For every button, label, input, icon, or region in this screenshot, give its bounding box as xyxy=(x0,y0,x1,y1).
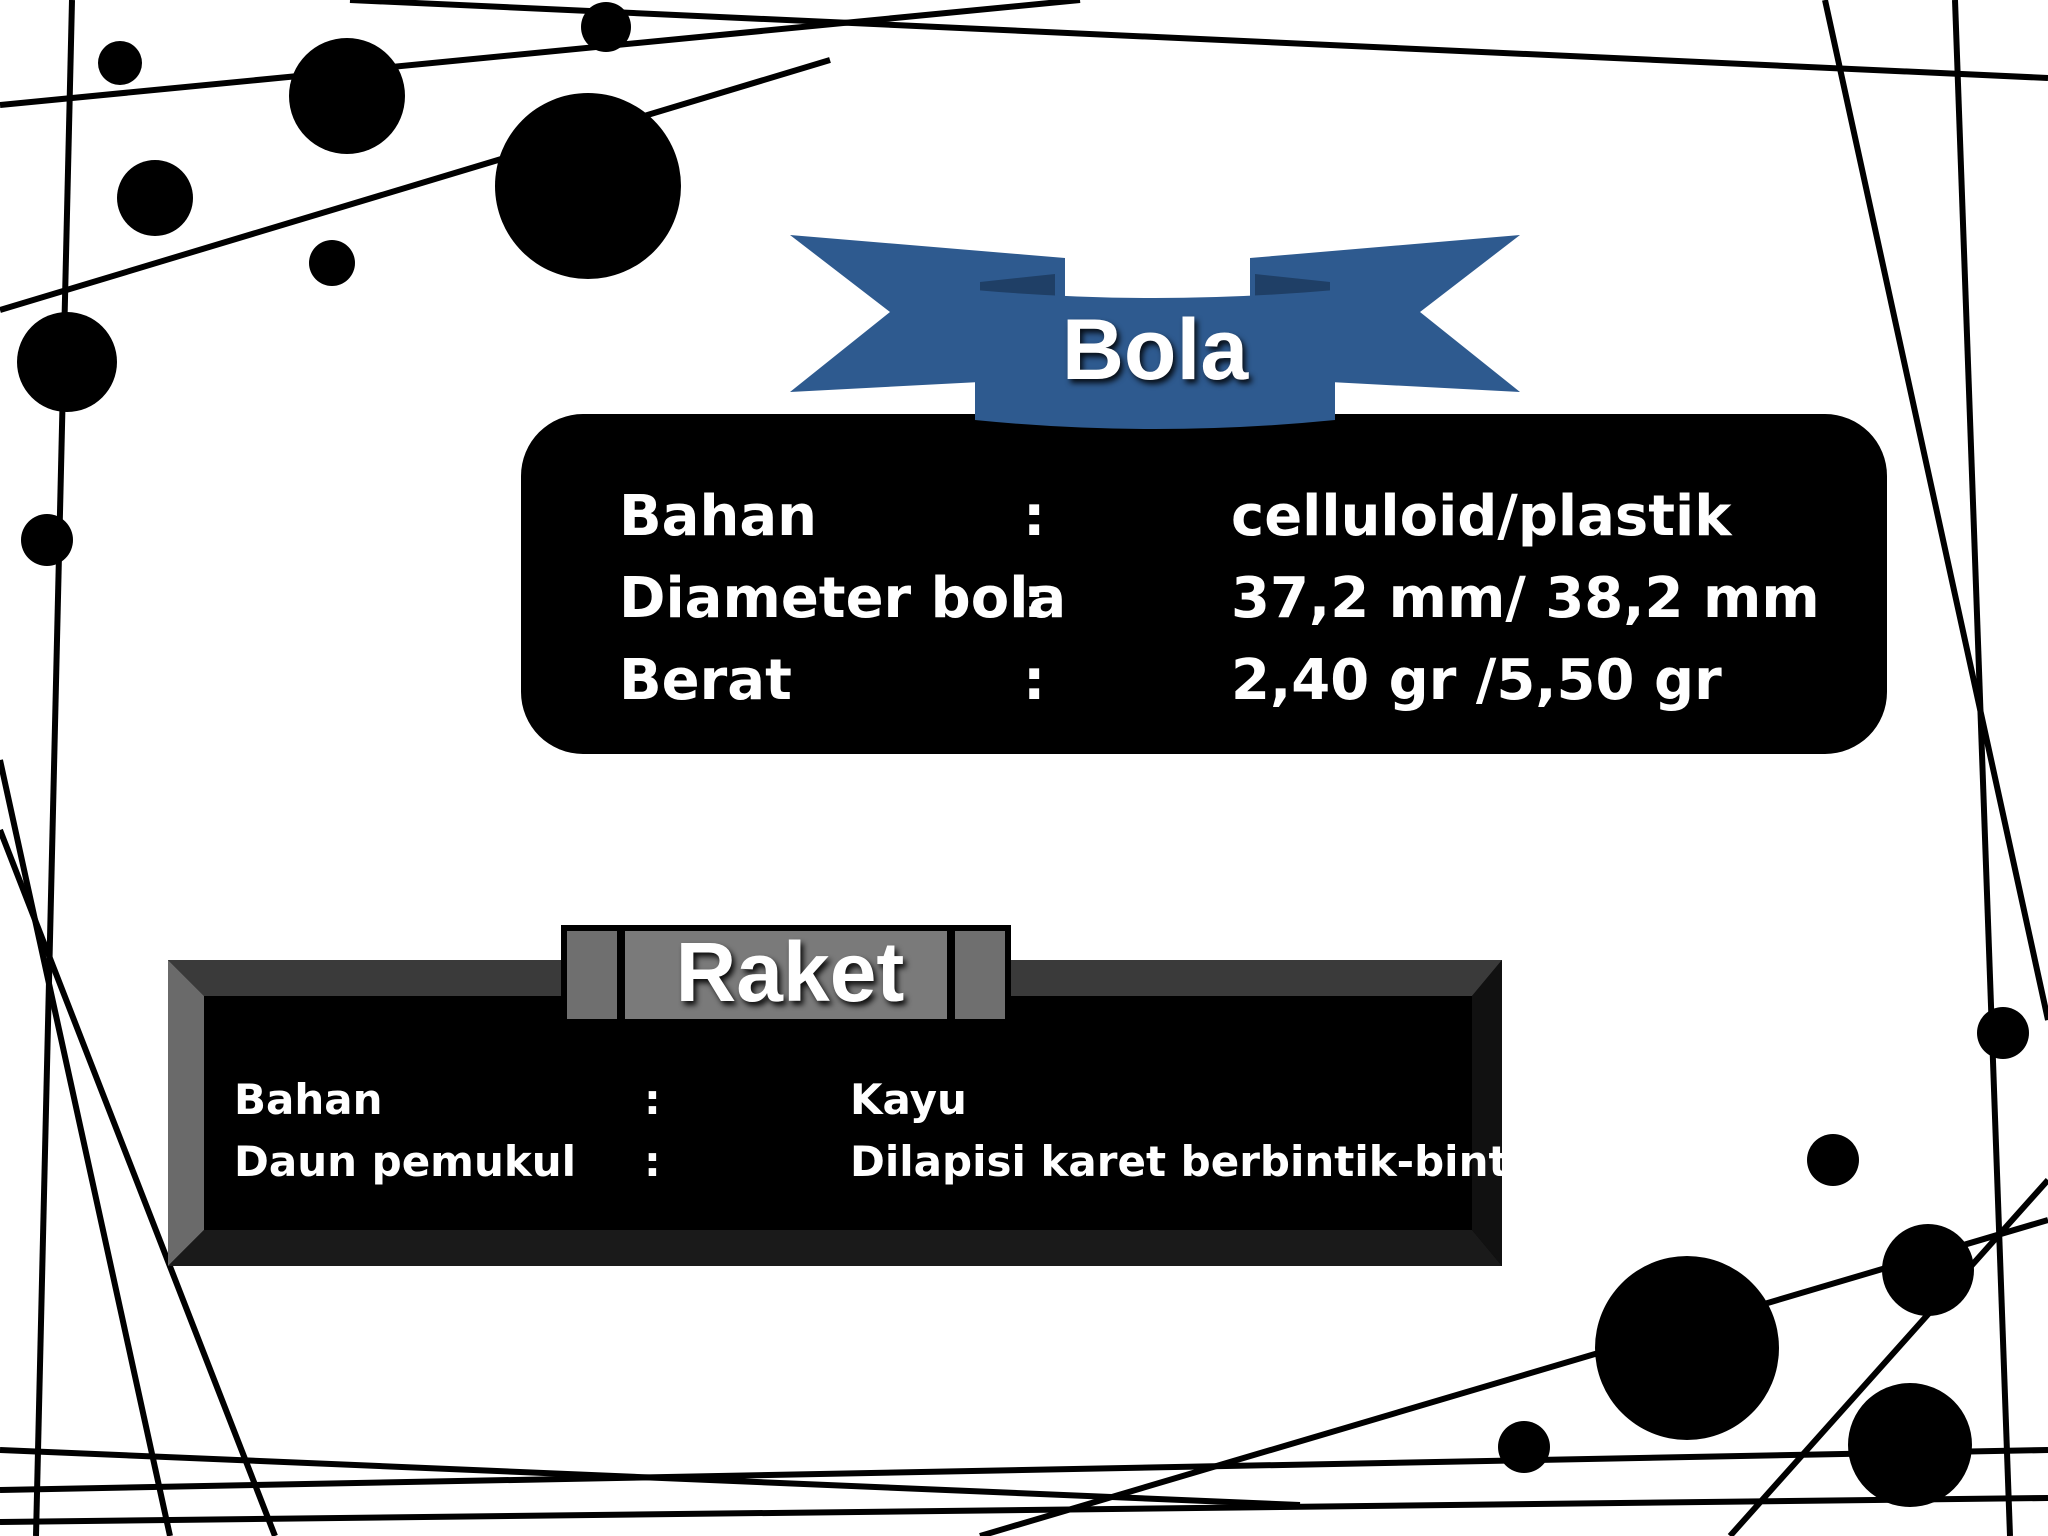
spec-value: celluloid/plastik xyxy=(1231,484,1732,549)
spec-separator: : xyxy=(1023,484,1046,549)
spec-key: Berat xyxy=(619,648,792,713)
spec-separator: : xyxy=(1023,648,1046,713)
raket-row-bahan: Bahan : Kayu xyxy=(168,1070,1502,1130)
raket-row-daun-pemukul: Daun pemukul : Dilapisi karet berbintik-… xyxy=(168,1132,1551,1192)
bola-row-berat: Berat : 2,40 gr /5,50 gr xyxy=(521,640,1887,722)
spec-separator: : xyxy=(644,1137,661,1186)
bola-title: Bola xyxy=(1061,302,1249,398)
spec-value: Dilapisi karet berbintik-bintik xyxy=(850,1137,1551,1186)
spec-value: Kayu xyxy=(850,1075,967,1124)
bola-row-bahan: Bahan : celluloid/plastik xyxy=(521,476,1887,558)
spec-key: Bahan xyxy=(234,1075,383,1124)
raket-title-tab xyxy=(561,925,1011,1025)
bola-row-diameter: Diameter bola : 37,2 mm/ 38,2 mm xyxy=(521,558,1887,640)
raket-title: Raket xyxy=(675,925,905,1019)
spec-key: Bahan xyxy=(619,484,817,549)
spec-key: Daun pemukul xyxy=(234,1137,577,1186)
bola-ribbon-banner xyxy=(790,235,1520,429)
spec-value: 37,2 mm/ 38,2 mm xyxy=(1231,566,1820,631)
spec-key: Diameter bola xyxy=(619,566,1067,631)
spec-separator: : xyxy=(644,1075,661,1124)
spec-separator: : xyxy=(1023,566,1046,631)
spec-value: 2,40 gr /5,50 gr xyxy=(1231,648,1722,713)
bola-spec-box: Bahan : celluloid/plastik Diameter bola … xyxy=(521,414,1887,754)
